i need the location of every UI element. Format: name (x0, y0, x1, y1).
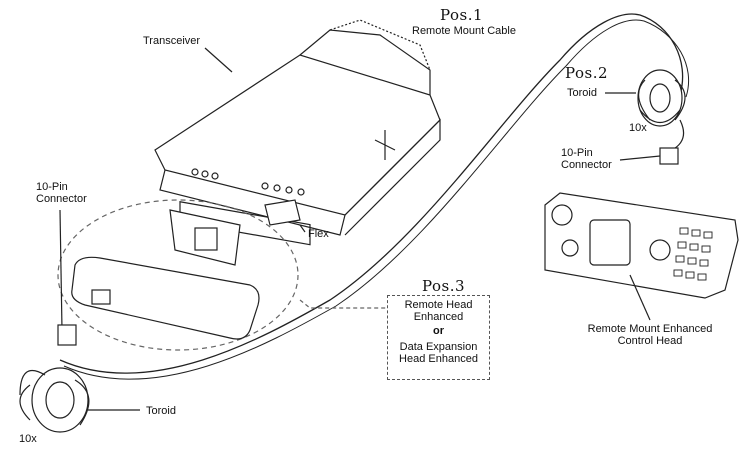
connector-line2: Connector (36, 193, 87, 205)
control-head-line2: Control Head (617, 335, 683, 347)
transceiver-drawing (154, 19, 441, 246)
pos3-line3: Data Expansion (399, 341, 478, 353)
pos3-or: or (433, 325, 444, 337)
connector-line1: 10-Pin (561, 147, 593, 159)
control-head-line1: Remote Mount Enhanced (587, 323, 713, 335)
pos2-count: 10x (629, 122, 647, 134)
left-toroid-count: 10x (19, 433, 37, 445)
pos3-title: Pos.3 (422, 277, 466, 295)
pos2-title: Pos.2 (565, 64, 609, 82)
remote-mount-cable-label: Remote Mount Cable (412, 25, 516, 37)
pos3-box: Remote Head Enhanced or Data Expansion H… (387, 295, 490, 380)
pos2-toroid-label: Toroid (567, 87, 597, 99)
connector-line1: 10-Pin (36, 181, 68, 193)
control-head-drawing (544, 192, 739, 299)
flex-label: Flex (308, 228, 329, 240)
remote-mount-cable (59, 13, 684, 374)
pos3-line1: Remote Head (404, 299, 473, 311)
pos3-line2: Enhanced (413, 311, 464, 323)
pos1-title: Pos.1 (440, 6, 484, 24)
connector-line2: Connector (561, 159, 612, 171)
left-toroid-label: Toroid (146, 405, 176, 417)
detail-ellipse (57, 199, 299, 351)
pos3-line4: Head Enhanced (399, 353, 478, 365)
transceiver-label: Transceiver (143, 35, 201, 47)
